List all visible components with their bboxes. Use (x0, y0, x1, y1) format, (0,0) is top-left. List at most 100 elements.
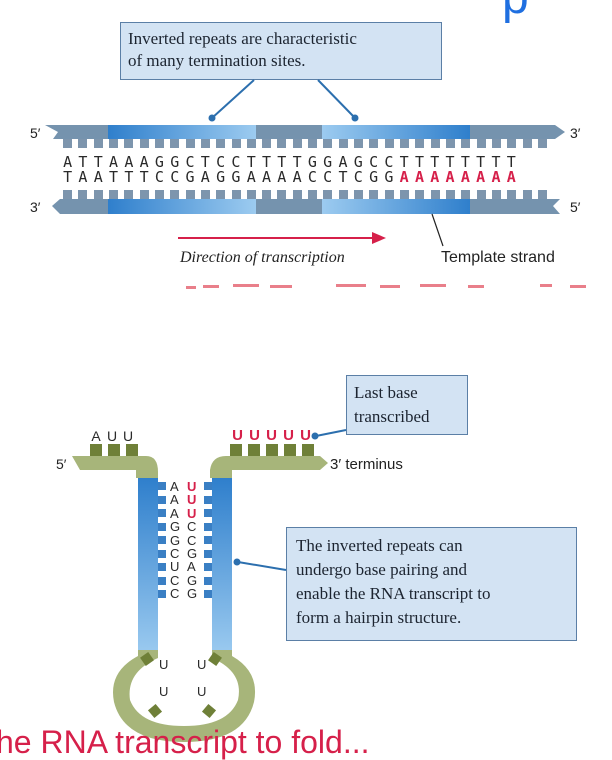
base-letter: G (307, 153, 317, 171)
callout-line: of many termination sites. (128, 51, 306, 70)
callout-last-base: Last base transcribed (346, 375, 468, 435)
base-letter: T (491, 153, 501, 171)
base-letter: A (93, 168, 103, 186)
base-letter: A (491, 168, 501, 186)
base-letter: A (124, 153, 134, 171)
hairpin-3prime-label: 3′ terminus (330, 456, 403, 473)
base-letter: U (187, 505, 197, 521)
base-letter: A (338, 153, 348, 171)
base-letter: U (187, 492, 197, 508)
base-letter: T (338, 168, 348, 186)
base-letter: A (445, 168, 455, 186)
top-strand-3prime: 3′ (570, 125, 581, 141)
hairpin-pointer (237, 561, 287, 571)
hairpin-5prime-label: 5′ (56, 456, 67, 472)
base-letter: T (476, 153, 486, 171)
pointer-dot-right (351, 114, 359, 122)
base-letter: A (187, 559, 196, 575)
base-letter: G (369, 168, 379, 186)
base-letter: C (353, 168, 363, 186)
base-letter: A (170, 492, 179, 508)
base-letter: G (187, 546, 198, 562)
base-letter: A (277, 168, 287, 186)
bottom-strand-5prime: 5′ (570, 199, 581, 215)
base-letter: G (170, 519, 181, 535)
base-letter: A (63, 153, 73, 171)
base-letter: U (249, 427, 260, 444)
bottom-cutoff-text: he RNA transcript to fold... (0, 724, 370, 760)
base-letter: C (187, 532, 197, 548)
cutoff-text-remnant (186, 284, 586, 289)
right-arm-ticks (230, 444, 314, 456)
base-letter: T (109, 168, 119, 186)
base-letter: T (139, 168, 149, 186)
callout-line: undergo base pairing and (296, 560, 468, 579)
base-letter: A (109, 153, 119, 171)
base-letter: U (122, 428, 134, 444)
loop-base: U (159, 657, 169, 672)
base-letter: C (170, 572, 180, 588)
base-letter: A (246, 168, 256, 186)
base-letter: A (460, 168, 470, 186)
base-letter: C (170, 586, 180, 602)
base-letter: T (414, 153, 424, 171)
template-strand-label: Template strand (441, 249, 555, 266)
direction-label: Direction of transcription (180, 249, 345, 266)
hairpin-3prime-arm (210, 456, 328, 478)
base-letter: G (154, 153, 164, 171)
top-strand-5prime: 5′ (30, 125, 41, 141)
base-letter: C (170, 168, 180, 186)
base-letter: T (63, 168, 73, 186)
base-letter: C (185, 153, 195, 171)
base-letter: A (91, 428, 101, 444)
base-letter: A (430, 168, 440, 186)
base-letter: T (445, 153, 455, 171)
base-letter: A (170, 479, 179, 494)
pointer-line-right (317, 79, 356, 119)
base-letter: C (170, 546, 180, 562)
hairpin-pointer-dot (233, 558, 241, 566)
base-letter: G (323, 153, 333, 171)
bottom-strand-3prime: 3′ (30, 199, 41, 215)
base-letter: A (506, 168, 516, 186)
callout-line: enable the RNA transcript to (296, 584, 491, 603)
base-letter: C (187, 519, 197, 535)
base-letter: G (170, 532, 181, 548)
bottom-strand-ticks (63, 190, 547, 199)
base-letter: U (232, 427, 243, 444)
base-letter: T (246, 153, 256, 171)
last-base-pointer-dot (311, 432, 319, 440)
base-letter: T (261, 153, 272, 171)
base-letter: C (307, 168, 317, 186)
hairpin-5prime-arm (72, 456, 158, 478)
top-strand-band (45, 125, 565, 139)
base-letter: G (187, 586, 198, 602)
callout-hairpin: The inverted repeats can undergo base pa… (286, 527, 577, 641)
base-letter: G (216, 168, 226, 186)
base-letter: T (506, 153, 516, 171)
base-letter: U (266, 427, 277, 444)
base-letter: T (93, 153, 103, 171)
base-letter: T (399, 153, 409, 171)
base-letter: G (231, 168, 241, 186)
stem-left-strand (138, 478, 158, 656)
base-letter: A (170, 505, 179, 521)
hairpin-diagram (72, 429, 347, 742)
template-pointer-line (431, 213, 444, 247)
top-strand-ticks (63, 139, 547, 148)
base-letter: C (154, 168, 164, 186)
base-letter: C (216, 153, 226, 171)
callout-line: Inverted repeats are characteristic (128, 29, 357, 48)
loop-base: U (159, 684, 169, 699)
loop-base: U (197, 684, 207, 699)
base-letter: A (292, 168, 302, 186)
base-letter: A (78, 168, 88, 186)
base-letter: G (384, 168, 394, 186)
base-letter: U (187, 479, 197, 494)
